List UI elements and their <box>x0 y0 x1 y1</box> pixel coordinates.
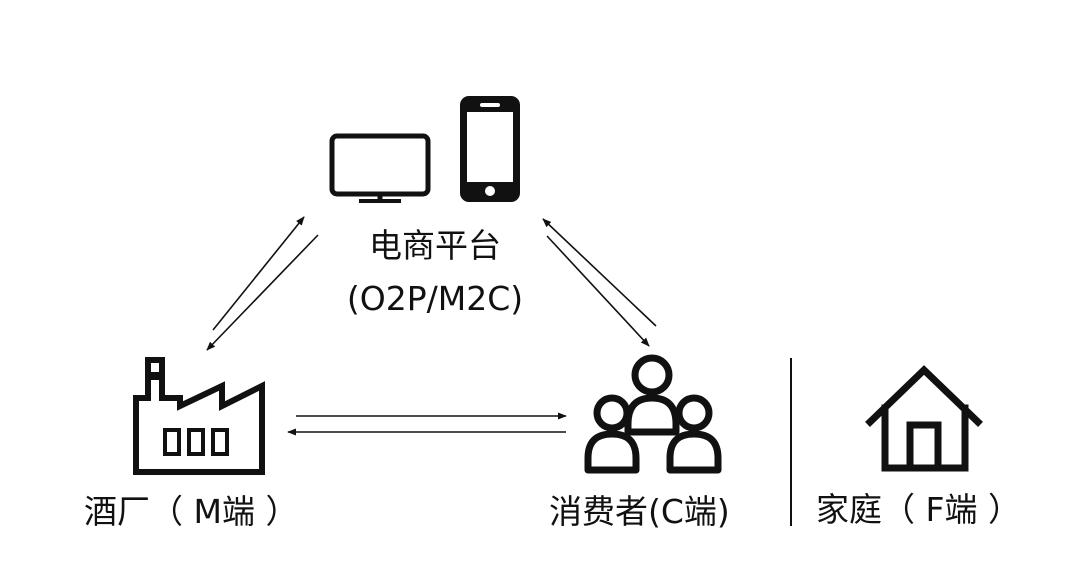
factory-icon <box>133 357 265 475</box>
tv-monitor-icon <box>329 133 431 203</box>
smartphone-icon <box>460 96 520 202</box>
arrow-consumers-to-platform <box>542 218 657 327</box>
house-icon <box>865 365 983 472</box>
people-group-icon <box>584 354 722 474</box>
arrow-factory-to-platform <box>212 216 305 331</box>
arrow-platform-to-consumers <box>546 235 650 347</box>
family-label: 家庭（ F端 ） <box>816 490 1021 529</box>
platform-name: 电商平台 <box>369 226 501 265</box>
platform-models: (O2P/M2C) <box>346 279 524 318</box>
arrow-platform-to-factory <box>206 234 319 351</box>
factory-label: 酒厂（ M端 ） <box>84 492 299 531</box>
consumers-label: 消费者(C端) <box>549 492 730 531</box>
